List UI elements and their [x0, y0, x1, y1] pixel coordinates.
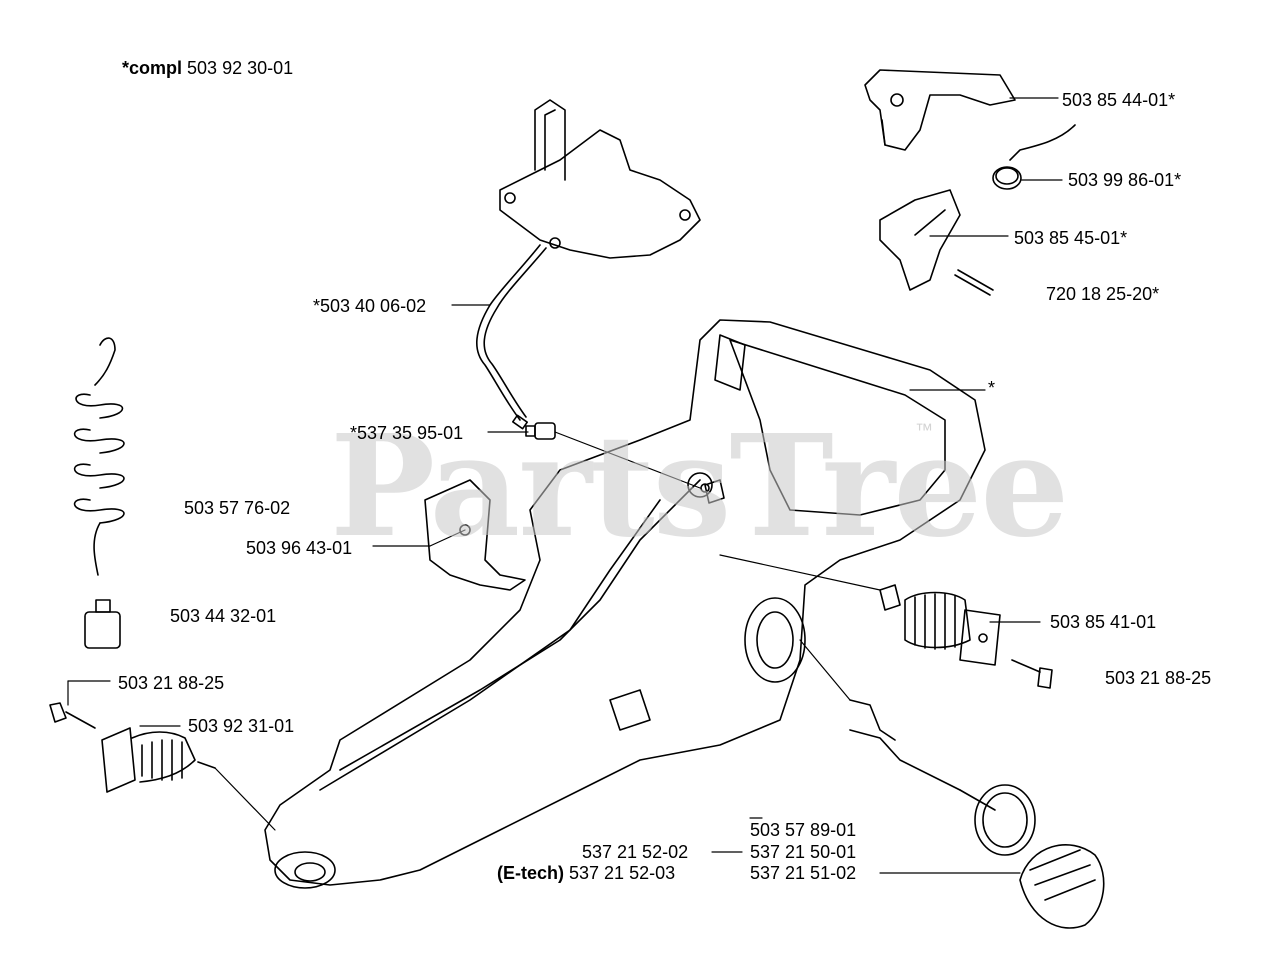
label-503-85-44-01: 503 85 44-01*	[1062, 90, 1176, 110]
label-503-21-88-25-right: 503 21 88-25	[1105, 668, 1212, 688]
top-cover-drawing	[499, 99, 701, 259]
label-etech: (E-tech) 537 21 52-03	[497, 863, 675, 883]
label-503-44-32-01: 503 44 32-01	[170, 606, 277, 626]
label-compl: *compl 503 92 30-01	[122, 58, 293, 78]
screw-right-drawing	[1011, 659, 1053, 689]
watermark-text: PartsTree	[330, 405, 1069, 569]
etech-prefix: (E-tech)	[497, 863, 564, 883]
vent-line-drawing	[849, 699, 996, 811]
spring-drawing	[992, 124, 1076, 190]
label-503-21-88-25-left: 503 21 88-25	[118, 673, 225, 693]
label-537-21-51-02: 537 21 51-02	[750, 863, 857, 883]
label-720-18-25-20: 720 18 25-20*	[1046, 284, 1160, 304]
coil-spring-drawing	[73, 337, 125, 576]
label-503-92-31-01: 503 92 31-01	[188, 716, 295, 736]
av-spring-left-drawing	[101, 727, 216, 793]
bracket-drawing	[424, 479, 526, 591]
label-503-57-89-01: 503 57 89-01	[750, 820, 857, 840]
etech-number: 537 21 52-03	[569, 863, 676, 883]
label-537-21-52-02: 537 21 52-02	[582, 842, 689, 862]
throttle-lockout-drawing	[879, 189, 994, 296]
watermark-trademark: ™	[915, 420, 933, 440]
label-503-85-45-01: 503 85 45-01*	[1014, 228, 1128, 248]
leader-lines	[67, 97, 1063, 874]
label-537-21-50-01: 537 21 50-01	[750, 842, 857, 862]
label-503-99-86-01: 503 99 86-01*	[1068, 170, 1182, 190]
label-503-85-41-01: 503 85 41-01	[1050, 612, 1157, 632]
label-503-96-43-01: 503 96 43-01	[246, 538, 353, 558]
screw-left-drawing	[49, 702, 96, 729]
compl-number: 503 92 30-01	[187, 58, 294, 78]
throttle-trigger-drawing	[864, 69, 1016, 151]
fuel-hose-drawing	[475, 244, 547, 430]
label-503-57-76-02: 503 57 76-02	[184, 498, 291, 518]
label-537-35-95-01: *537 35 95-01	[350, 423, 464, 443]
fuel-filter-drawing	[84, 599, 121, 649]
compl-prefix: *compl	[122, 58, 183, 78]
av-spring-right-drawing	[879, 584, 1001, 666]
label-star: *	[988, 378, 996, 398]
fuel-cap-drawing	[974, 784, 1105, 929]
fitting-drawing	[525, 422, 556, 440]
tank-housing-drawing	[264, 319, 986, 889]
label-503-40-06-02: *503 40 06-02	[313, 296, 427, 316]
